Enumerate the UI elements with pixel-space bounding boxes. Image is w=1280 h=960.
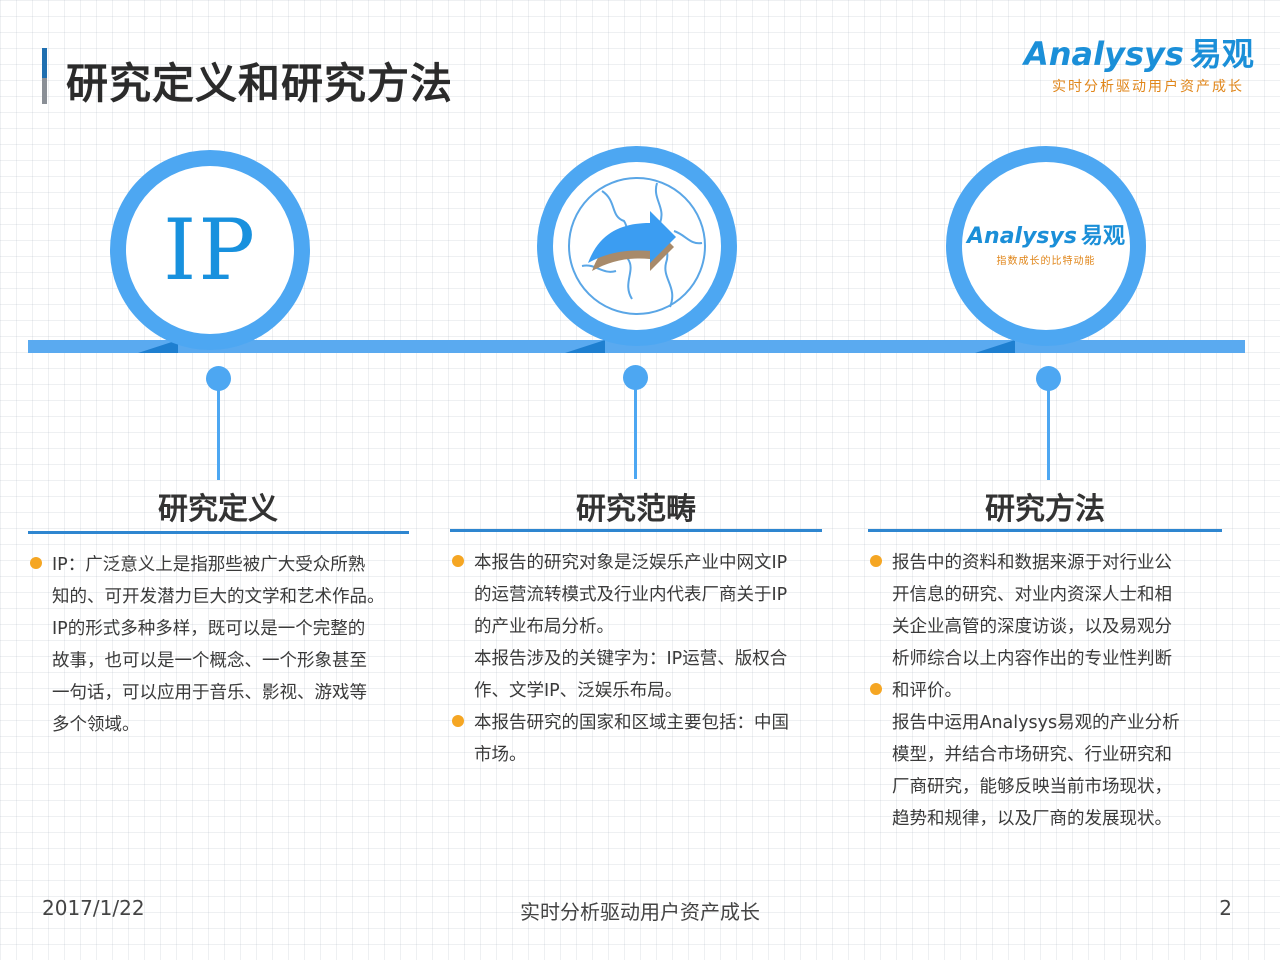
timeline-node xyxy=(623,365,648,390)
ip-label: IP xyxy=(163,201,257,299)
logo-slogan: 实时分析驱动用户资产成长 xyxy=(1052,79,1244,95)
section-rule xyxy=(28,531,409,534)
globe-circle xyxy=(537,146,737,346)
timeline-wedge xyxy=(138,340,178,353)
timeline-stem xyxy=(634,389,637,479)
timeline-bar xyxy=(28,340,1245,353)
definition-text: IP：广泛意义上是指那些被广大受众所熟 知的、可开发潜力巨大的文学和艺术作品。 … xyxy=(30,549,385,741)
title-accent-bar xyxy=(42,48,47,104)
section-rule xyxy=(868,529,1222,532)
bullet-icon xyxy=(870,683,882,695)
timeline-wedge xyxy=(975,340,1015,353)
section-heading-method: 研究方法 xyxy=(985,492,1105,527)
section-heading-definition: 研究定义 xyxy=(158,492,278,527)
bullet-icon xyxy=(870,555,882,567)
timeline-node xyxy=(1036,366,1061,391)
method-text: 报告中的资料和数据来源于对行业公 开信息的研究、对业内资深人士和相 关企业高管的… xyxy=(870,547,1180,835)
timeline-stem xyxy=(217,390,220,480)
timeline-node xyxy=(206,366,231,391)
scope-text: 本报告的研究对象是泛娱乐产业中网文IP 的运营流转模式及行业内代表厂商关于IP … xyxy=(452,547,789,771)
footer-date: 2017/1/22 xyxy=(42,896,145,920)
globe-arrow-icon xyxy=(568,177,706,315)
footer-slogan: 实时分析驱动用户资产成长 xyxy=(520,900,760,924)
bullet-icon xyxy=(452,715,464,727)
page-number: 2 xyxy=(1219,896,1232,920)
bullet-icon xyxy=(452,555,464,567)
bullet-icon xyxy=(30,557,42,569)
section-heading-scope: 研究范畴 xyxy=(576,492,696,527)
section-rule xyxy=(450,529,822,532)
timeline-stem xyxy=(1047,390,1050,480)
ip-circle: IP xyxy=(110,150,310,350)
page-title: 研究定义和研究方法 xyxy=(66,59,454,108)
timeline-wedge xyxy=(565,340,605,353)
